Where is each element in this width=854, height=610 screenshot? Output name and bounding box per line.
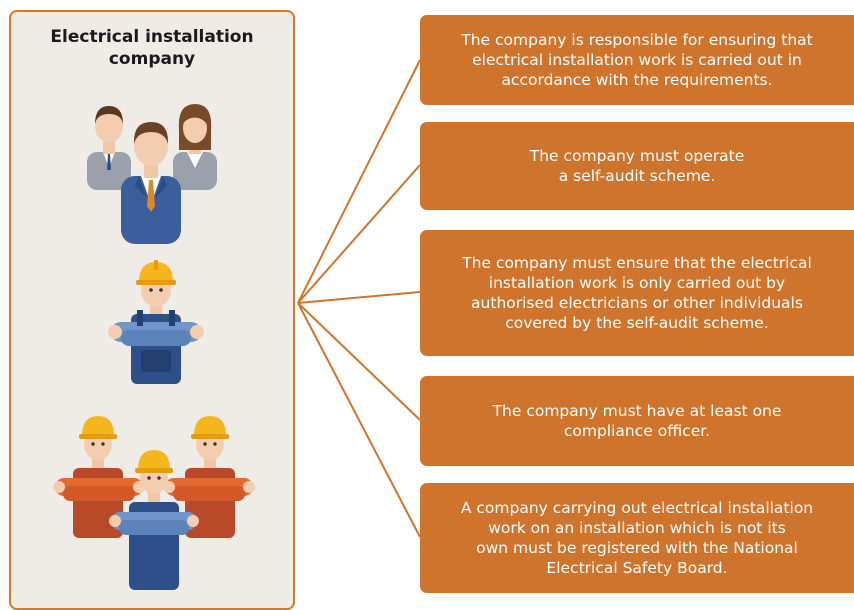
- business-people-icon: [87, 104, 217, 244]
- connector-lines: [297, 59, 421, 538]
- connector-line: [297, 302, 421, 421]
- connector-line: [297, 291, 421, 304]
- statement-box-self-audit: The company must operate a self-audit sc…: [420, 122, 854, 210]
- statement-box-compliance-officer: The company must have at least one compl…: [420, 376, 854, 466]
- connector-line: [297, 164, 421, 304]
- company-panel: Electrical installation company: [9, 10, 295, 610]
- connector-line: [297, 59, 421, 304]
- electrician-icon: [108, 260, 204, 384]
- statement-box-registration: A company carrying out electrical instal…: [420, 483, 854, 593]
- connector-line: [297, 302, 421, 538]
- statement-box-responsibility: The company is responsible for ensuring …: [420, 15, 854, 105]
- statement-box-authorised-electricians: The company must ensure that the electri…: [420, 230, 854, 356]
- electrician-group-icon: [53, 416, 255, 590]
- panel-title: Electrical installation company: [50, 27, 254, 69]
